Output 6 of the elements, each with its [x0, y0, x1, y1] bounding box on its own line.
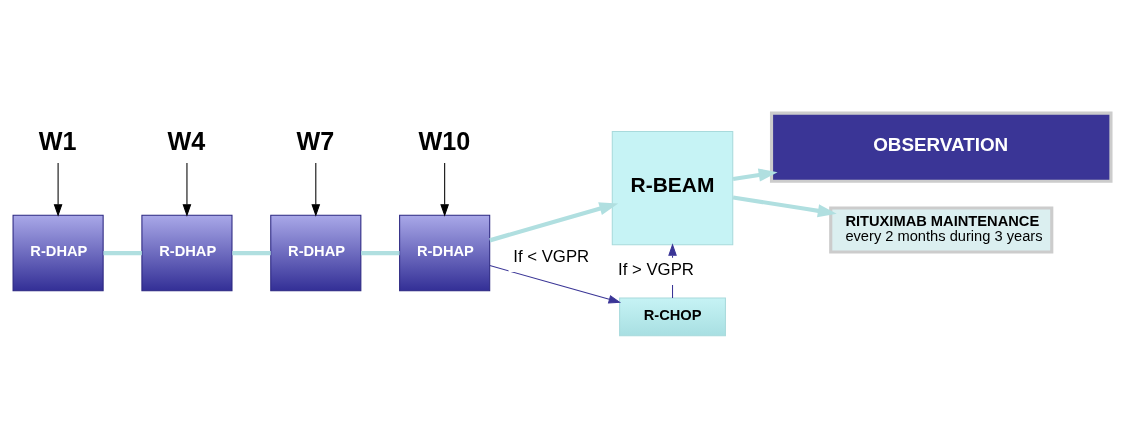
node-text: W7 — [296, 126, 335, 155]
node-text: W4 — [167, 126, 206, 155]
node-text: W10 — [418, 126, 471, 155]
edge-label: If < VGPR — [513, 246, 590, 266]
edge-label: If > VGPR — [618, 259, 694, 279]
node-text: W1 — [38, 126, 77, 155]
